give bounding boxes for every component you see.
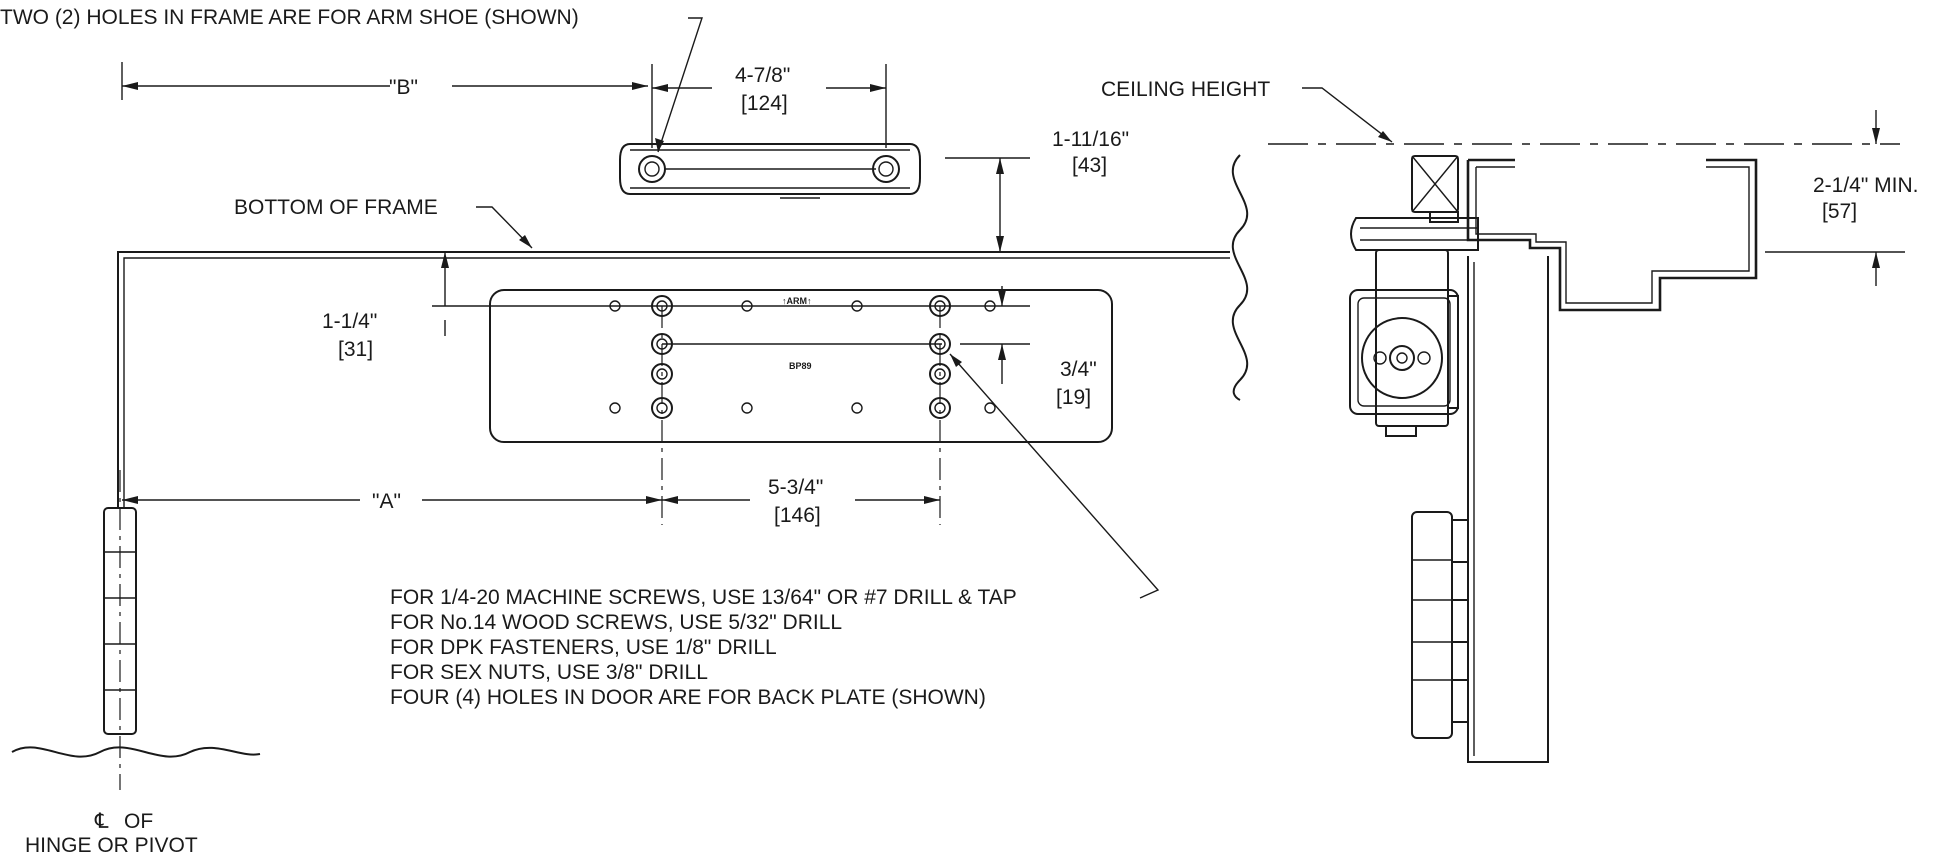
- b-dim-arrow-left: [122, 82, 138, 90]
- note-line: FOUR (4) HOLES IN DOOR ARE FOR BACK PLAT…: [390, 686, 986, 709]
- shoe-spacing-mm: [124]: [741, 92, 788, 115]
- drill-notes-leader: [949, 353, 1160, 599]
- row-dim-arrow-bottom: [998, 344, 1006, 360]
- plate-top-arrow: [441, 252, 449, 268]
- plate-top-in: 1-1/4": [322, 310, 377, 333]
- bottom-of-frame-label: BOTTOM OF FRAME: [234, 196, 438, 219]
- drill-notes: FOR 1/4-20 MACHINE SCREWS, USE 13/64" OR…: [390, 586, 1017, 709]
- ceiling-leader-arrow: [1378, 131, 1392, 142]
- arm-shoe: [619, 143, 921, 199]
- centerline-symbol: ℄: [94, 810, 109, 833]
- back-plate: [489, 289, 1113, 525]
- note-line: FOR No.14 WOOD SCREWS, USE 5/32" DRILL: [390, 611, 842, 634]
- plate-row-mm: [19]: [1056, 386, 1091, 409]
- plate-spacing-arrow-right: [924, 496, 940, 504]
- arm-shoe-note: TWO (2) HOLES IN FRAME ARE FOR ARM SHOE …: [0, 6, 579, 29]
- a-dim-arrow-right: [646, 496, 662, 504]
- note-line: FOR 1/4-20 MACHINE SCREWS, USE 13/64" OR…: [390, 586, 1017, 609]
- hinge-label-line1: OF: [124, 810, 153, 833]
- frame-bottom-inner-line: [123, 257, 1230, 508]
- bottom-of-frame-leader-arrow: [519, 235, 532, 248]
- plate-spacing-arrow-left: [662, 496, 678, 504]
- frame-bottom-line: [117, 251, 1230, 508]
- shoe-height-mm: [43]: [1072, 154, 1107, 177]
- shoe-height-in: 1-11/16": [1052, 128, 1129, 151]
- ceiling-dim-arrow-top: [1872, 128, 1880, 144]
- arm-side-view: [1350, 155, 1479, 251]
- frame-profile-inner: [1475, 166, 1750, 304]
- floor-break-line: [11, 746, 261, 758]
- break-line: [1231, 154, 1249, 401]
- b-dim-label: "B": [389, 76, 418, 99]
- plate-top-mm: [31]: [338, 338, 373, 361]
- b-dim-arrow-right: [632, 82, 648, 90]
- hinge: [103, 470, 137, 790]
- note-line: FOR DPK FASTENERS, USE 1/8" DRILL: [390, 636, 777, 659]
- plate-spacing-in: 5-3/4": [768, 476, 823, 499]
- frame-profile: [1466, 158, 1758, 312]
- plate-row-in: 3/4": [1060, 358, 1097, 381]
- plate-model-mark: BP89: [789, 361, 812, 371]
- shoe-height-arrow-bottom: [996, 236, 1004, 252]
- bottom-of-frame-leader: [476, 206, 533, 249]
- shoe-dim-arrow-left: [652, 84, 668, 92]
- closer-side-view: [1349, 249, 1459, 437]
- note-line: FOR SEX NUTS, USE 3/8" DRILL: [390, 661, 708, 684]
- ceiling-dim-arrow-bottom: [1872, 252, 1880, 268]
- side-hinge: [1411, 511, 1469, 739]
- plate-spacing-mm: [146]: [774, 504, 821, 527]
- a-dim-arrow-left: [122, 496, 138, 504]
- door-slab: [1467, 256, 1549, 763]
- ceiling-leader: [1302, 87, 1393, 143]
- row-dim-arrow-top: [998, 290, 1006, 306]
- ceiling-min-in: 2-1/4" MIN.: [1813, 174, 1918, 197]
- plate-arm-mark: ↑ARM↑: [782, 296, 812, 306]
- shoe-height-arrow-top: [996, 158, 1004, 174]
- shoe-spacing-in: 4-7/8": [735, 64, 790, 87]
- arm-shoe-leader: [657, 17, 703, 153]
- shoe-dim-arrow-right: [870, 84, 886, 92]
- ceiling-height-label: CEILING HEIGHT: [1101, 78, 1270, 101]
- hinge-label-line2: HINGE OR PIVOT: [25, 834, 198, 856]
- drill-notes-leader-arrow: [950, 354, 962, 367]
- a-dim-label: "A": [372, 490, 401, 513]
- ceiling-min-mm: [57]: [1822, 200, 1857, 223]
